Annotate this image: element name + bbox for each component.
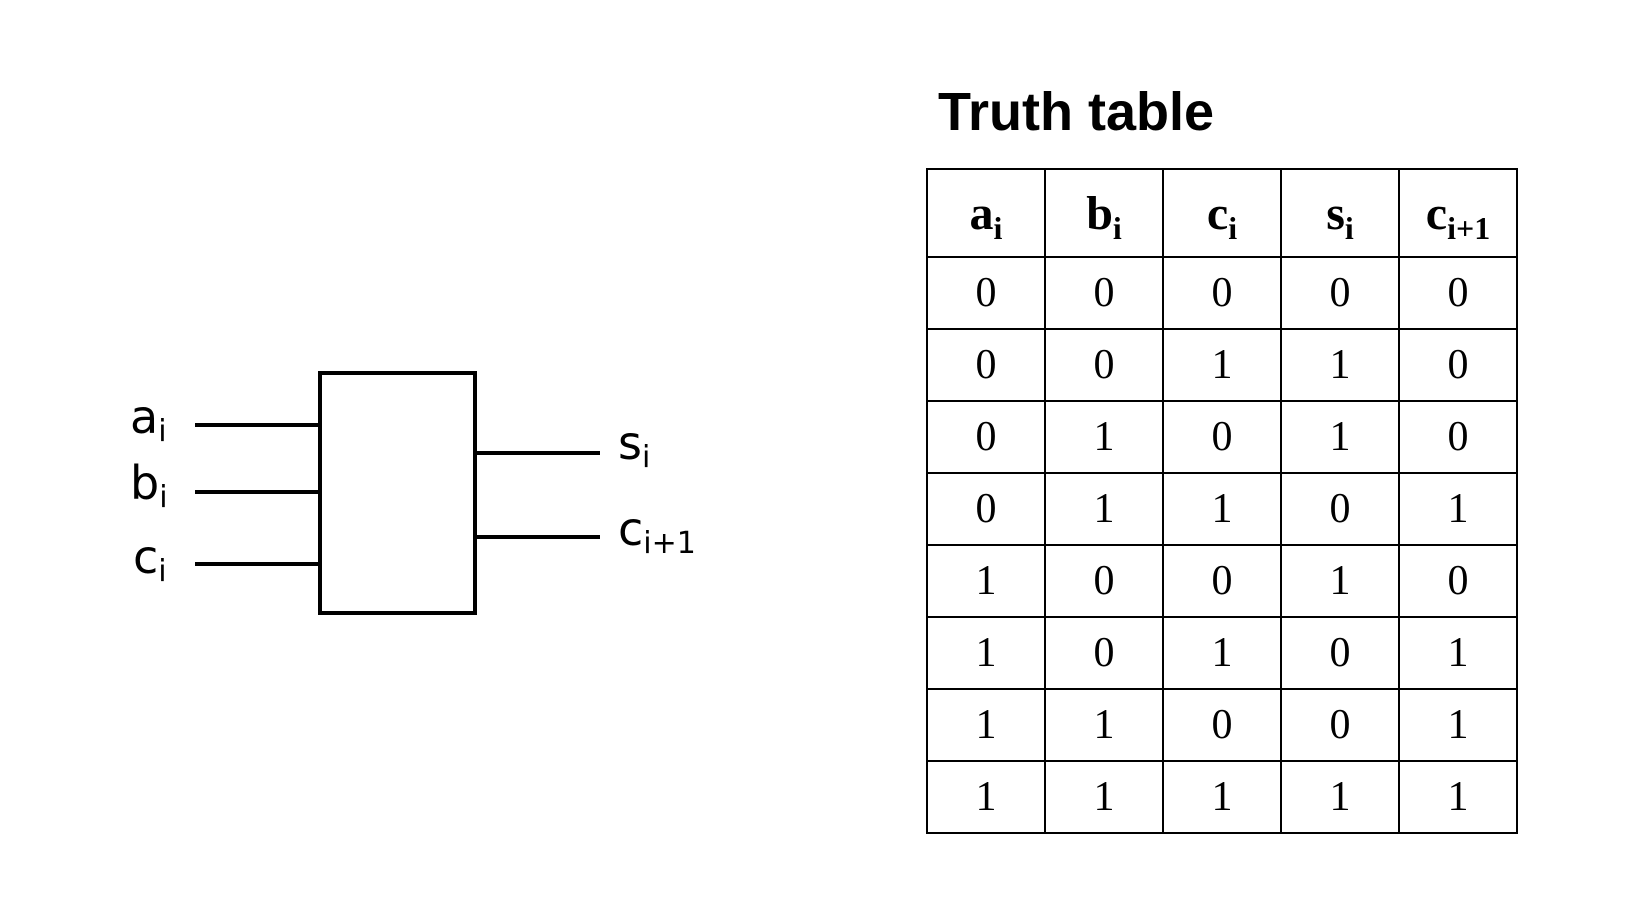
table-cell: 0 xyxy=(1044,256,1164,330)
table-cell: 0 xyxy=(1398,544,1518,618)
table-cell: 0 xyxy=(1162,544,1282,618)
table-cell: 0 xyxy=(926,328,1046,402)
table-cell: 0 xyxy=(926,400,1046,474)
table-cell: 0 xyxy=(1044,328,1164,402)
table-cell: 1 xyxy=(1398,472,1518,546)
header-carry: ci+1 xyxy=(1398,168,1518,258)
table-row: 1 0 0 1 0 xyxy=(926,544,1518,618)
table-row: 0 1 1 0 1 xyxy=(926,472,1518,546)
table-cell: 0 xyxy=(926,256,1046,330)
table-cell: 1 xyxy=(1162,328,1282,402)
table-row: 1 1 1 1 1 xyxy=(926,760,1518,834)
table-cell: 1 xyxy=(1162,472,1282,546)
table-cell: 0 xyxy=(1398,328,1518,402)
table-row: 0 0 0 0 0 xyxy=(926,256,1518,330)
truth-table: ai bi ci si ci+1 0 0 0 0 0 0 0 1 1 0 0 1… xyxy=(926,168,1518,834)
table-row: 0 0 1 1 0 xyxy=(926,328,1518,402)
table-cell: 1 xyxy=(1280,328,1400,402)
table-cell: 0 xyxy=(1044,544,1164,618)
table-cell: 0 xyxy=(1280,616,1400,690)
table-cell: 1 xyxy=(926,760,1046,834)
table-cell: 1 xyxy=(1280,400,1400,474)
table-cell: 0 xyxy=(1162,688,1282,762)
table-cell: 1 xyxy=(1280,544,1400,618)
table-cell: 1 xyxy=(1044,688,1164,762)
header-c: ci xyxy=(1162,168,1282,258)
table-cell: 1 xyxy=(1044,400,1164,474)
header-row: ai bi ci si ci+1 xyxy=(926,168,1518,258)
adder-block xyxy=(318,371,477,615)
table-cell: 1 xyxy=(1280,760,1400,834)
header-b: bi xyxy=(1044,168,1164,258)
output-label-sum: si xyxy=(618,416,651,475)
table-cell: 1 xyxy=(1398,760,1518,834)
table-cell: 1 xyxy=(926,544,1046,618)
output-label-carry: ci+1 xyxy=(618,502,696,561)
adder-schematic xyxy=(195,371,600,615)
table-cell: 0 xyxy=(1280,472,1400,546)
full-adder-diagram: ai bi ci si ci+1 xyxy=(0,0,780,918)
truth-table-title: Truth table xyxy=(938,82,1215,142)
table-cell: 0 xyxy=(1280,256,1400,330)
input-label-a: ai xyxy=(130,390,167,449)
table-row: 0 1 0 1 0 xyxy=(926,400,1518,474)
table-cell: 1 xyxy=(1398,616,1518,690)
table-cell: 0 xyxy=(1398,400,1518,474)
table-cell: 0 xyxy=(1044,616,1164,690)
table-cell: 1 xyxy=(926,616,1046,690)
table-cell: 0 xyxy=(1162,400,1282,474)
table-cell: 0 xyxy=(926,472,1046,546)
table-cell: 0 xyxy=(1398,256,1518,330)
table-cell: 0 xyxy=(1280,688,1400,762)
header-a: ai xyxy=(926,168,1046,258)
table-cell: 1 xyxy=(1162,616,1282,690)
table-cell: 1 xyxy=(1044,472,1164,546)
table-row: 1 1 0 0 1 xyxy=(926,688,1518,762)
table-cell: 1 xyxy=(926,688,1046,762)
header-s: si xyxy=(1280,168,1400,258)
table-cell: 0 xyxy=(1162,256,1282,330)
input-label-b: bi xyxy=(130,456,168,515)
table-row: 1 0 1 0 1 xyxy=(926,616,1518,690)
input-label-c: ci xyxy=(133,530,167,589)
table-cell: 1 xyxy=(1398,688,1518,762)
table-cell: 1 xyxy=(1044,760,1164,834)
table-cell: 1 xyxy=(1162,760,1282,834)
